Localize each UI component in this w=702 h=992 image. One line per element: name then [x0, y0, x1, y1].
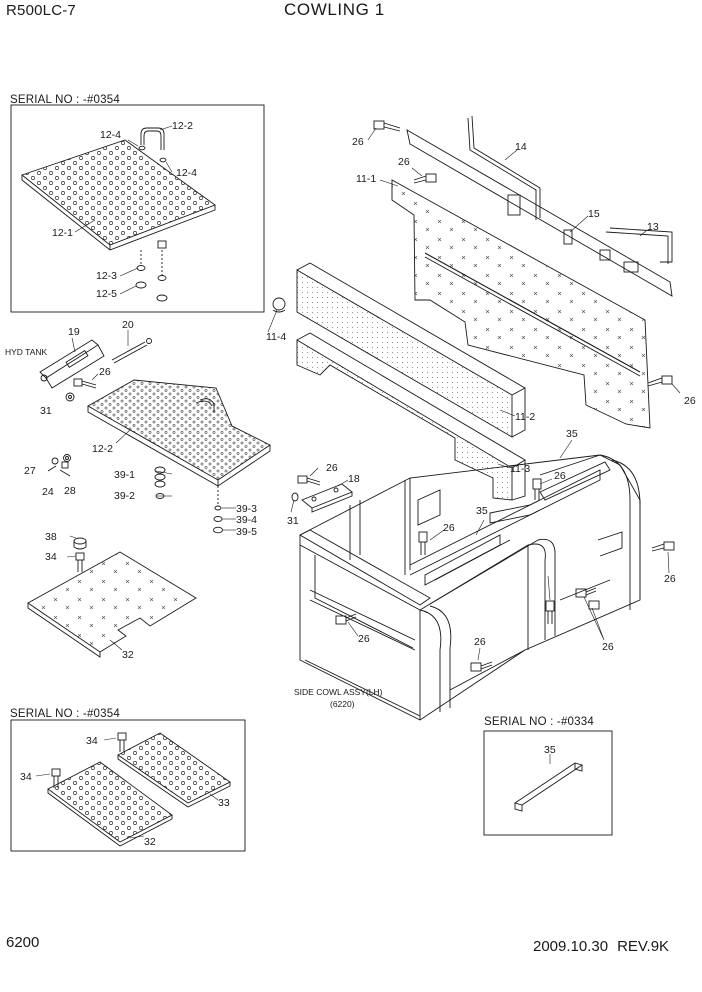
part-label: 34 [45, 551, 57, 563]
panel-11-1 [391, 179, 651, 429]
part-label: 35 [566, 428, 578, 440]
part-label: 20 [122, 319, 134, 331]
revision-info: 2009.10.30 REV.9K [533, 938, 669, 955]
bracket-14 [406, 115, 673, 297]
part-label: 19 [68, 326, 80, 338]
part-label: 33 [218, 797, 230, 809]
part-label: 12-2 [172, 120, 193, 132]
part-label: 26 [358, 633, 370, 645]
cover-plate-12-1 [21, 139, 216, 251]
rod-13 [599, 227, 673, 273]
bar-35-top [539, 461, 611, 501]
part-label: 34 [86, 735, 98, 747]
bracket-18 [301, 483, 353, 513]
small-parts-27-28-24 [47, 454, 71, 477]
hyd-tank-label: HYD TANK [5, 347, 48, 357]
part-label: 12-1 [52, 227, 73, 239]
part-label: 32 [122, 649, 134, 661]
hardware-12-3-12-5 [135, 240, 168, 302]
bolts-34 [51, 732, 127, 788]
part-label: 15 [588, 208, 600, 220]
bolts-26-frame [335, 478, 675, 672]
washer-12-4-b [159, 157, 167, 163]
handle-12-2 [140, 127, 165, 150]
side-panel-11-3 [296, 332, 526, 501]
part-label: 13 [647, 221, 659, 233]
washer-12-4-a [138, 145, 146, 151]
serial-caption-bottom-right: SERIAL NO : -#0334 [484, 716, 594, 728]
leader-lines [35, 125, 681, 839]
side-panel-11-2 [296, 262, 526, 438]
grommet-11-4 [272, 297, 286, 313]
bolt-26-bracket [297, 475, 321, 486]
part-label: 35 [544, 744, 556, 756]
page-number: 6200 [6, 934, 40, 951]
part-label: 32 [144, 836, 156, 848]
part-label: 12-4 [176, 167, 197, 179]
part-label: 39-4 [236, 514, 257, 526]
part-label: 39-1 [114, 469, 135, 481]
part-label: 26 [664, 573, 676, 585]
part-label: 39-2 [114, 490, 135, 502]
serial-box-bottom-right [483, 730, 613, 836]
part-label: 12-4 [100, 129, 121, 141]
floor-plate-33 [117, 732, 231, 808]
part-label: 26 [602, 641, 614, 653]
part-label: 31 [40, 405, 52, 417]
part-label: 26 [443, 522, 455, 534]
part-label: 11-4 [266, 331, 286, 343]
bolt-26-right [647, 375, 673, 387]
bolt-26-hyd [73, 378, 97, 389]
side-cowl-label: SIDE COWL ASSY(LH) [294, 687, 383, 697]
part-label: 11-2 [515, 411, 535, 423]
washer-31-b [291, 492, 299, 502]
floor-plate-32-b [47, 761, 173, 847]
cap-38-bolt-34 [73, 537, 87, 572]
bolt-26-top [373, 120, 401, 132]
part-label: 31 [287, 515, 299, 527]
part-label: 34 [20, 771, 32, 783]
part-label: 12-2 [92, 443, 113, 455]
floor-plate-32 [27, 551, 197, 658]
model-number: R500LC-7 [6, 2, 76, 19]
part-label: 39-3 [236, 503, 257, 515]
part-label: 26 [398, 156, 410, 168]
part-label: 28 [64, 485, 76, 497]
part-label: 12-3 [96, 270, 117, 282]
bar-35-serial [513, 762, 584, 812]
part-label: 14 [515, 141, 527, 153]
part-label: 26 [554, 470, 566, 482]
part-label: 26 [684, 395, 696, 407]
serial-box-bottom-left [10, 719, 246, 852]
part-label: 18 [348, 473, 360, 485]
part-label: 26 [99, 366, 111, 378]
serial-caption-top-left: SERIAL NO : -#0354 [10, 94, 120, 106]
part-label: 24 [42, 486, 54, 498]
serial-caption-bottom-left: SERIAL NO : -#0354 [10, 708, 120, 720]
part-label: 26 [352, 136, 364, 148]
revision-date: 2009.10.30 [533, 938, 609, 955]
bracket-19 [39, 339, 105, 389]
frame-assembly [299, 454, 641, 721]
part-label: 12-5 [96, 288, 117, 300]
bar-35-frame [424, 534, 511, 586]
side-cowl-ref: (6220) [330, 699, 355, 709]
bracket-15 [563, 229, 573, 245]
part-label: 11-1 [356, 173, 376, 185]
part-label: 27 [24, 465, 36, 477]
part-label: 35 [476, 505, 488, 517]
washer-31-a [65, 392, 75, 402]
part-label: 38 [45, 531, 57, 543]
part-label: 26 [474, 636, 486, 648]
bolt-26-upper [413, 173, 437, 184]
revision-code: REV.9K [617, 938, 670, 955]
page-title: COWLING 1 [284, 0, 385, 19]
serial-box-top-left [10, 104, 265, 313]
part-label: 11-3 [510, 463, 530, 475]
part-label: 26 [326, 462, 338, 474]
rod-20 [111, 338, 152, 364]
part-label: 39-5 [236, 526, 257, 538]
